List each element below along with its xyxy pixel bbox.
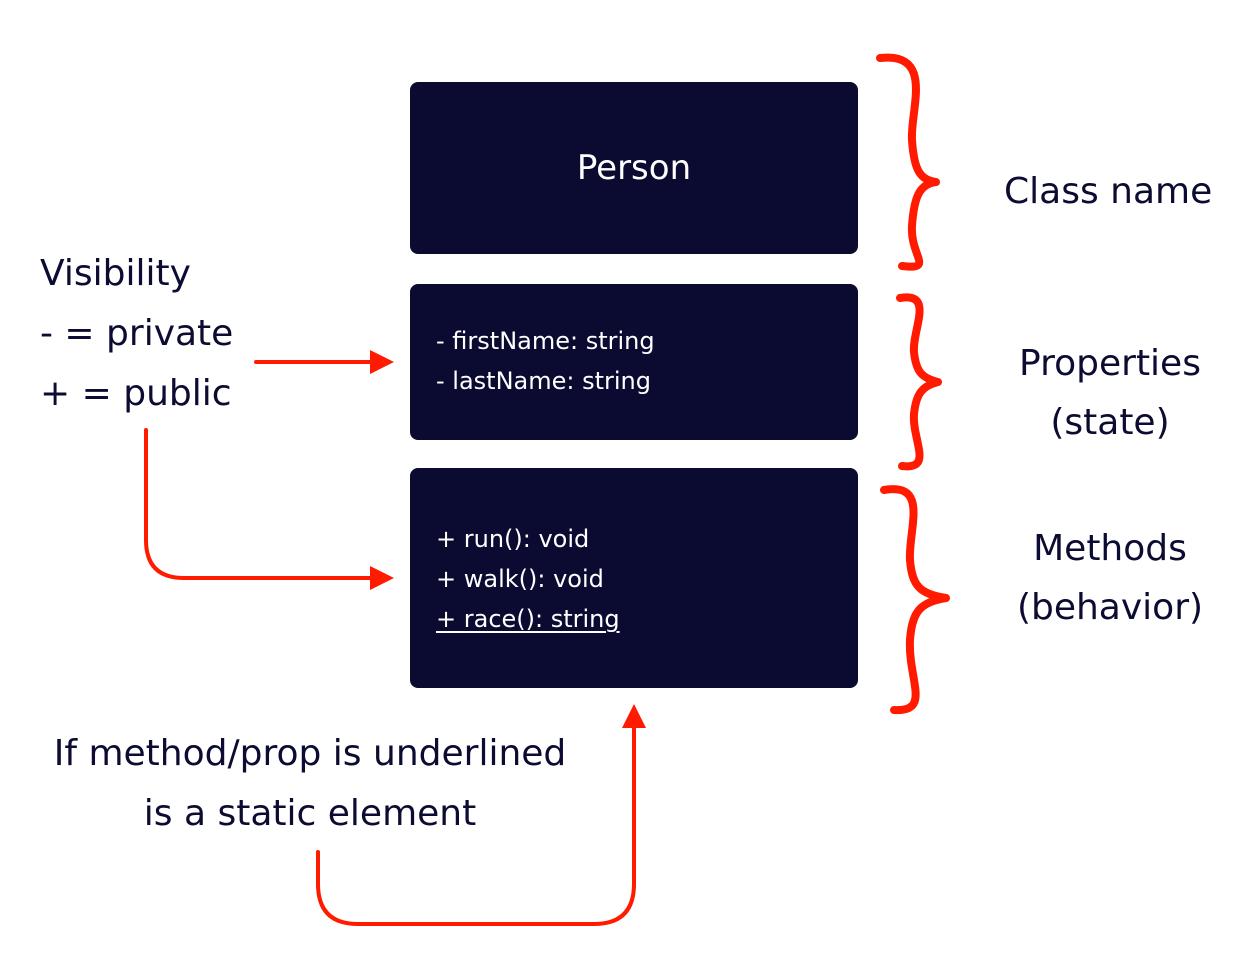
visibility-heading: Visibility	[40, 253, 191, 294]
visibility-public: + = public	[40, 373, 232, 414]
methods-compartment: + run(): void + walk(): void + race(): s…	[410, 468, 858, 688]
method-item: + run(): void	[436, 525, 590, 553]
property-item: - firstName: string	[436, 327, 655, 355]
static-note-line2: is a static element	[143, 793, 477, 834]
property-item: - lastName: string	[436, 367, 651, 395]
class-name-label: Class name	[1004, 171, 1213, 212]
properties-compartment: - firstName: string - lastName: string	[410, 284, 858, 440]
static-method-item: + race(): string	[436, 605, 620, 633]
methods-sub-label: (behavior)	[1016, 587, 1204, 628]
class-name-compartment: Person	[410, 82, 858, 254]
brace-class-name-icon	[876, 53, 940, 271]
static-note-line1: If method/prop is underlined	[53, 733, 567, 774]
brace-methods-icon	[880, 485, 950, 715]
method-item: + walk(): void	[436, 565, 604, 593]
properties-sub-label: (state)	[1050, 402, 1170, 443]
properties-label: Properties	[1019, 343, 1201, 384]
methods-label: Methods	[1033, 528, 1187, 569]
brace-properties-icon	[896, 293, 942, 471]
class-name: Person	[576, 148, 692, 188]
arrow-visibility-methods-icon	[144, 428, 394, 590]
visibility-private: - = private	[40, 313, 234, 354]
